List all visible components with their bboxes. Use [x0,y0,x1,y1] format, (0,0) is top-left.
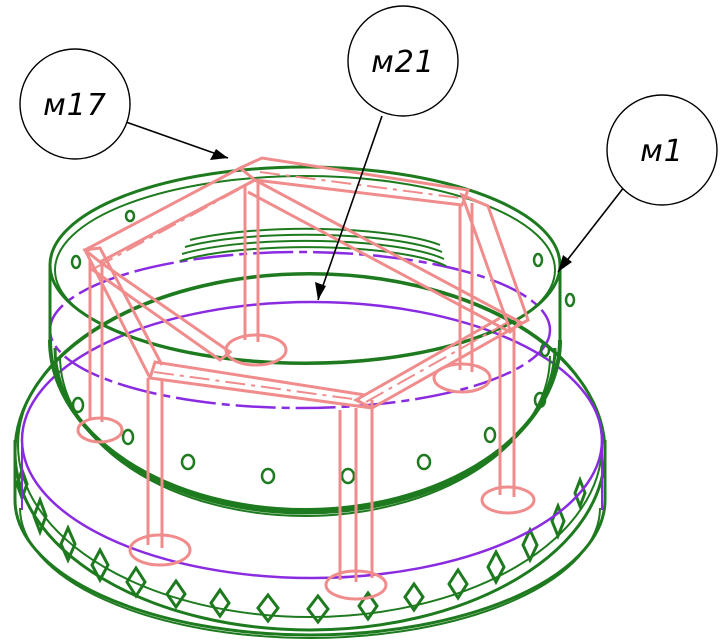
shell-holes [70,209,576,485]
arrow-m1 [558,255,572,272]
leader-lines [125,115,629,301]
frame-m17 [76,156,536,601]
callout-m1: м1 [606,94,718,206]
callout-m21-label: м21 [371,45,435,80]
callout-m17-label: м17 [43,88,107,123]
base-ring [13,272,607,639]
arrow-m17 [210,149,228,160]
leader-m1 [557,181,629,273]
callout-m21: м21 [347,5,459,117]
leader-m17 [125,121,229,159]
callout-m17: м17 [19,48,131,160]
upper-shell-m1 [48,165,562,517]
callout-m1-label: м1 [640,134,684,169]
base-diamond-cutouts [15,465,587,625]
arrow-m21 [315,282,326,300]
leader-m21 [317,115,383,301]
